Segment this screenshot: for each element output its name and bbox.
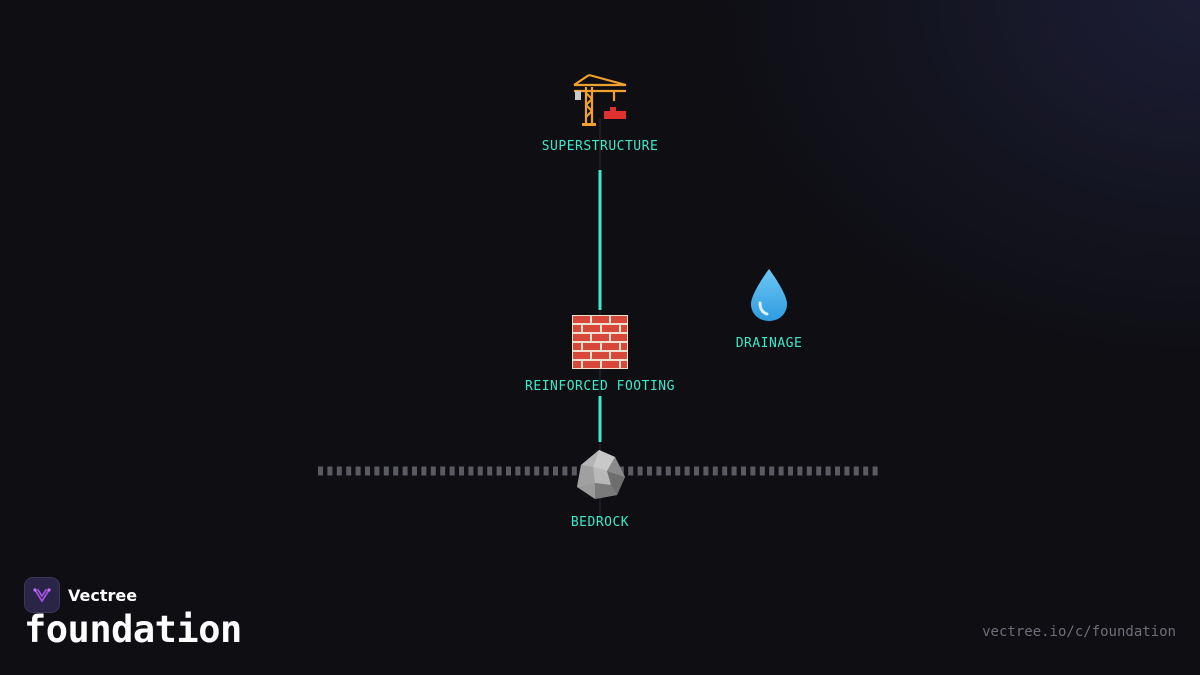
brick-icon — [570, 314, 630, 370]
node-label-drainage: DRAINAGE — [735, 336, 803, 351]
crane-icon — [568, 70, 632, 128]
rock-icon — [570, 446, 630, 502]
vectree-logo-icon — [24, 577, 60, 613]
node-label-superstructure: SUPERSTRUCTURE — [541, 139, 659, 154]
brand-name: Vectree — [68, 585, 138, 605]
page-title: foundation — [24, 608, 242, 651]
node-label-reinforced-footing: REINFORCED FOOTING — [525, 379, 675, 394]
brand: Vectree — [24, 577, 137, 613]
node-label-bedrock: BEDROCK — [570, 515, 630, 530]
page-url[interactable]: vectree.io/c/foundation — [982, 624, 1176, 640]
droplet-icon — [744, 266, 794, 324]
